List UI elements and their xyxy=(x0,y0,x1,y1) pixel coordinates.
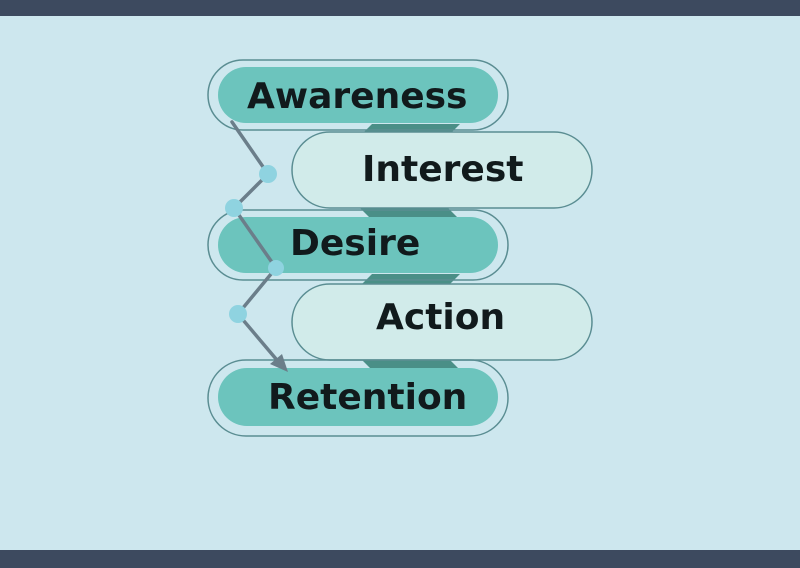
stage-retention xyxy=(207,359,509,437)
stage-awareness xyxy=(207,59,509,131)
stage-label-retention: Retention xyxy=(268,377,468,418)
stage-desire xyxy=(207,209,509,281)
flow-arrow xyxy=(225,120,288,372)
stage-label-awareness: Awareness xyxy=(247,76,468,117)
arrow-head-icon xyxy=(270,354,288,372)
top-frame-bar xyxy=(0,0,800,16)
stage-label-desire: Desire xyxy=(290,223,421,264)
stage-label-interest: Interest xyxy=(362,149,524,190)
stage-label-action: Action xyxy=(376,297,506,338)
stage-interest xyxy=(291,131,593,209)
flow-dot-4 xyxy=(229,305,247,323)
flow-dot-1 xyxy=(259,165,277,183)
bottom-frame-bar xyxy=(0,550,800,568)
flow-dot-2 xyxy=(225,199,243,217)
flow-dot-3 xyxy=(268,260,284,276)
